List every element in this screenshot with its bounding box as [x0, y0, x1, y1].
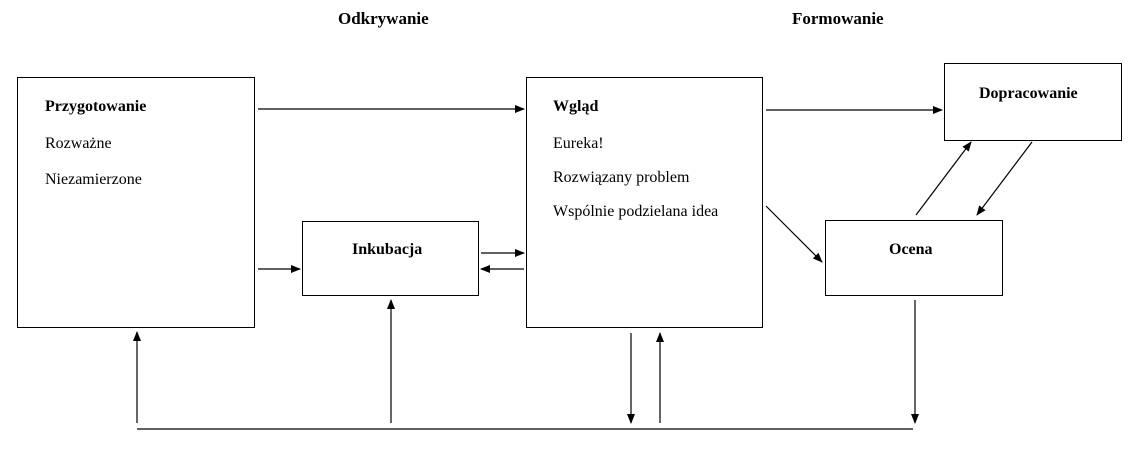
box-refinement: Dopracowanie — [944, 63, 1122, 141]
preparation-line-deliberate: Rozważne — [45, 135, 112, 152]
refinement-title: Dopracowanie — [979, 85, 1078, 102]
evaluation-title: Ocena — [889, 241, 933, 258]
insight-title: Wgląd — [553, 98, 599, 115]
box-preparation: Przygotowanie Rozważne Niezamierzone — [17, 77, 255, 328]
preparation-line-unintended: Niezamierzone — [45, 171, 142, 188]
box-insight: Wgląd Eureka! Rozwiązany problem Wspólni… — [526, 77, 763, 328]
heading-shaping: Formowanie — [792, 9, 884, 28]
box-evaluation: Ocena — [825, 220, 1003, 296]
insight-line-shared-idea: Wspólnie podzielana idea — [553, 203, 719, 220]
incubation-title: Inkubacja — [352, 241, 423, 258]
box-incubation: Inkubacja — [302, 221, 479, 296]
arrow-insight-to-evaluation — [765, 205, 823, 263]
heading-discovery: Odkrywanie — [338, 9, 429, 28]
preparation-title: Przygotowanie — [45, 98, 147, 115]
insight-line-eureka: Eureka! — [553, 135, 604, 152]
insight-line-solved-problem: Rozwiązany problem — [553, 169, 690, 186]
arrow-refinement-to-evaluation — [976, 141, 1033, 216]
arrow-evaluation-to-refinement — [915, 141, 972, 216]
